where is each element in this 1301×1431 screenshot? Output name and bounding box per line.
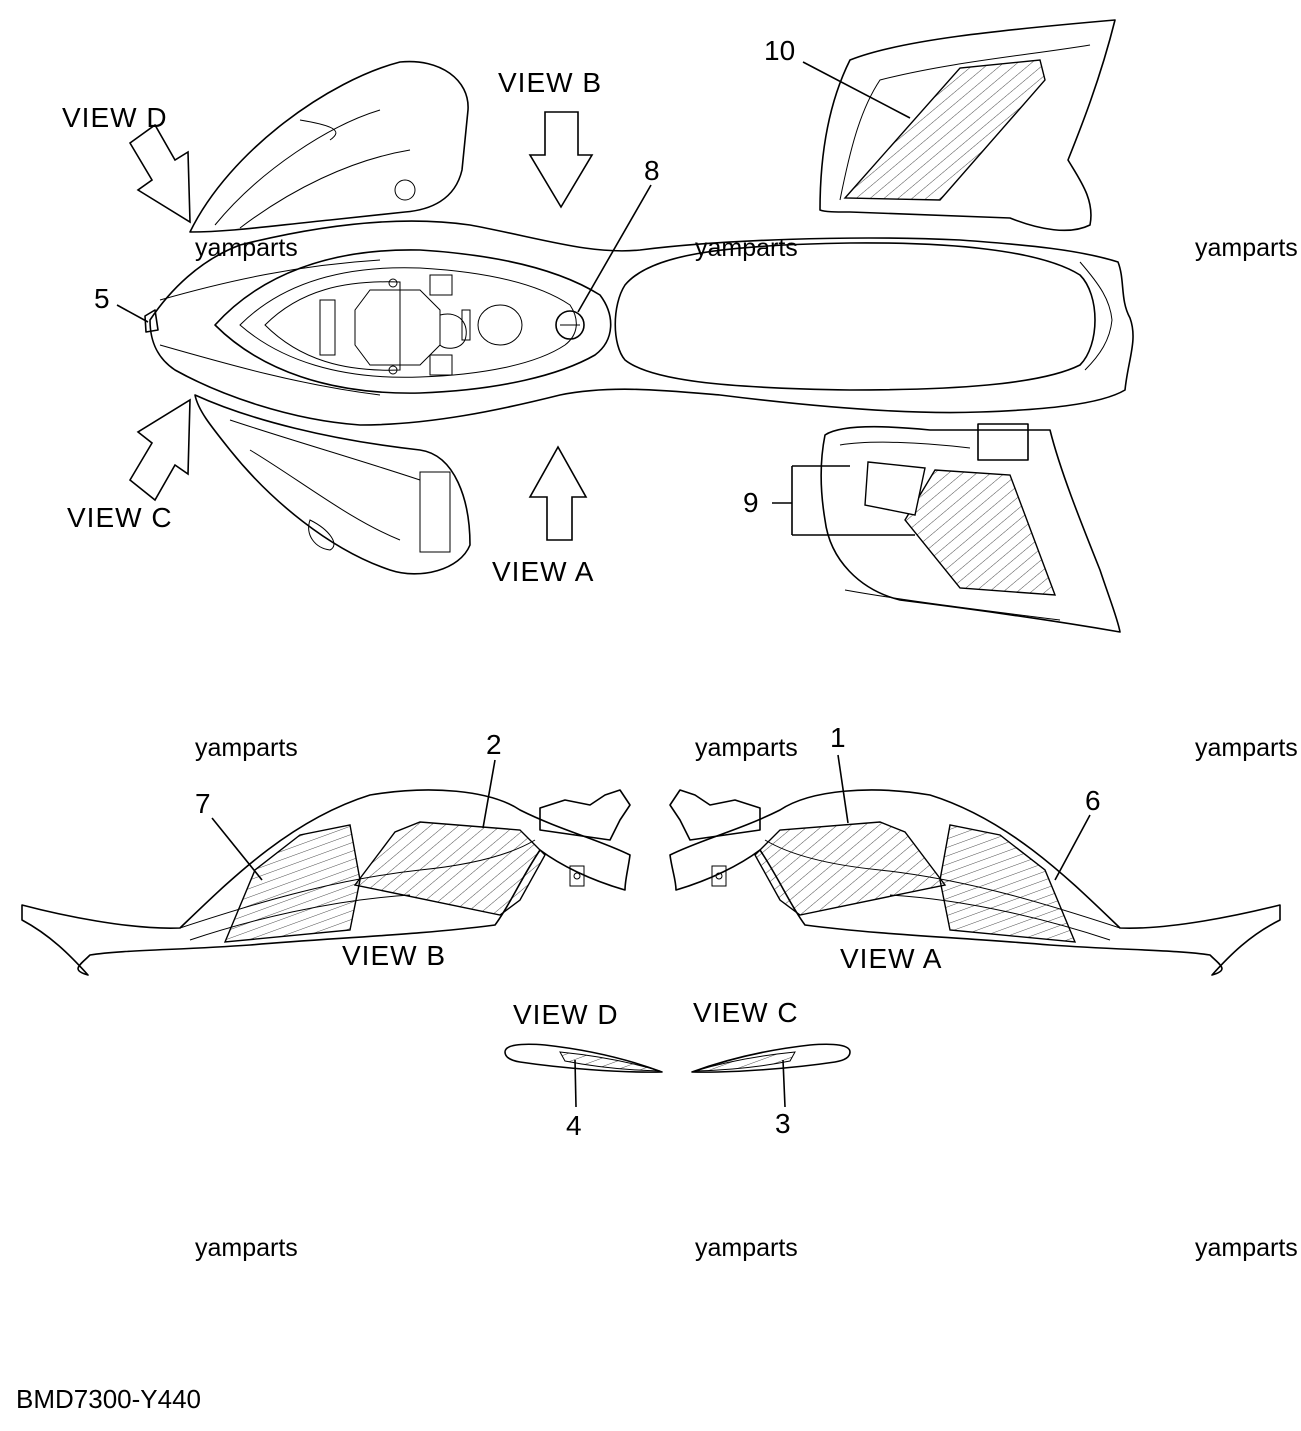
front-fender-bottom (194, 394, 471, 575)
side-a-body (669, 789, 1281, 976)
side-a-mount (669, 789, 761, 841)
view-d-part (504, 1043, 663, 1073)
callout-9: 9 (743, 487, 759, 518)
watermark: yamparts (195, 234, 298, 262)
callout-8: 8 (644, 155, 660, 186)
front-fender-hole (394, 179, 416, 201)
callout-10: 10 (764, 35, 795, 66)
side-view-b (21, 789, 631, 976)
decal-10 (843, 59, 1046, 201)
front-reflector (419, 471, 451, 553)
decal-4 (559, 1051, 661, 1072)
arrow-view-c (128, 398, 191, 502)
watermark: yamparts (195, 1234, 298, 1262)
seat (614, 242, 1096, 391)
watermark: yamparts (1195, 734, 1298, 762)
view-b-label-side: VIEW B (342, 940, 446, 971)
decal-3 (694, 1051, 796, 1072)
decal-2 (353, 821, 546, 916)
rear-tag (977, 423, 1029, 461)
callout-3: 3 (775, 1108, 791, 1139)
side-b-body (21, 789, 631, 976)
front-fender-top (189, 60, 469, 233)
atv-top-view (144, 19, 1134, 633)
callout-6: 6 (1085, 785, 1101, 816)
arrow-view-d (128, 123, 191, 224)
side-b-mount (539, 789, 631, 841)
main-body (149, 220, 1134, 426)
view-c-label-detail: VIEW C (693, 997, 799, 1028)
watermark: yamparts (695, 1234, 798, 1262)
view-b-label-top: VIEW B (498, 67, 602, 98)
nose-tip (144, 309, 159, 333)
watermark: yamparts (695, 734, 798, 762)
decal-6 (939, 824, 1077, 943)
callout-1: 1 (830, 722, 846, 753)
cockpit-outline (214, 249, 612, 394)
watermarks: yamparts yamparts yamparts yamparts yamp… (195, 234, 1298, 1262)
view-d-label-top: VIEW D (62, 102, 168, 133)
decal-9-side (864, 461, 926, 516)
view-labels: VIEW B VIEW D VIEW C VIEW A VIEW B VIEW … (62, 67, 942, 1030)
watermark: yamparts (1195, 1234, 1298, 1262)
rear-fender-upper (819, 19, 1116, 232)
callout-labels: 1 2 3 4 5 6 7 8 9 10 (94, 35, 1101, 1141)
view-a-label-side: VIEW A (840, 943, 942, 974)
view-arrows (128, 111, 594, 541)
watermark: yamparts (1195, 234, 1298, 262)
callout-4: 4 (566, 1110, 582, 1141)
view-c-label-top: VIEW C (67, 502, 173, 533)
rear-fender-lower (820, 425, 1121, 633)
watermark: yamparts (195, 734, 298, 762)
view-c-part (691, 1043, 851, 1073)
view-d-label-detail: VIEW D (513, 999, 619, 1030)
callout-7: 7 (195, 788, 211, 819)
leader-lines (116, 61, 1091, 1108)
callout-2: 2 (486, 729, 502, 760)
side-view-a (669, 789, 1281, 976)
decal-1 (754, 821, 947, 916)
arrow-view-a (528, 445, 588, 541)
callout-5: 5 (94, 283, 110, 314)
arrow-view-b (528, 111, 594, 209)
decal-7 (223, 824, 361, 943)
view-a-label-top: VIEW A (492, 556, 594, 587)
diagram-code: BMD7300-Y440 (16, 1384, 201, 1414)
fuel-cap (555, 310, 585, 340)
watermark: yamparts (695, 234, 798, 262)
decal-9-main (904, 469, 1057, 596)
